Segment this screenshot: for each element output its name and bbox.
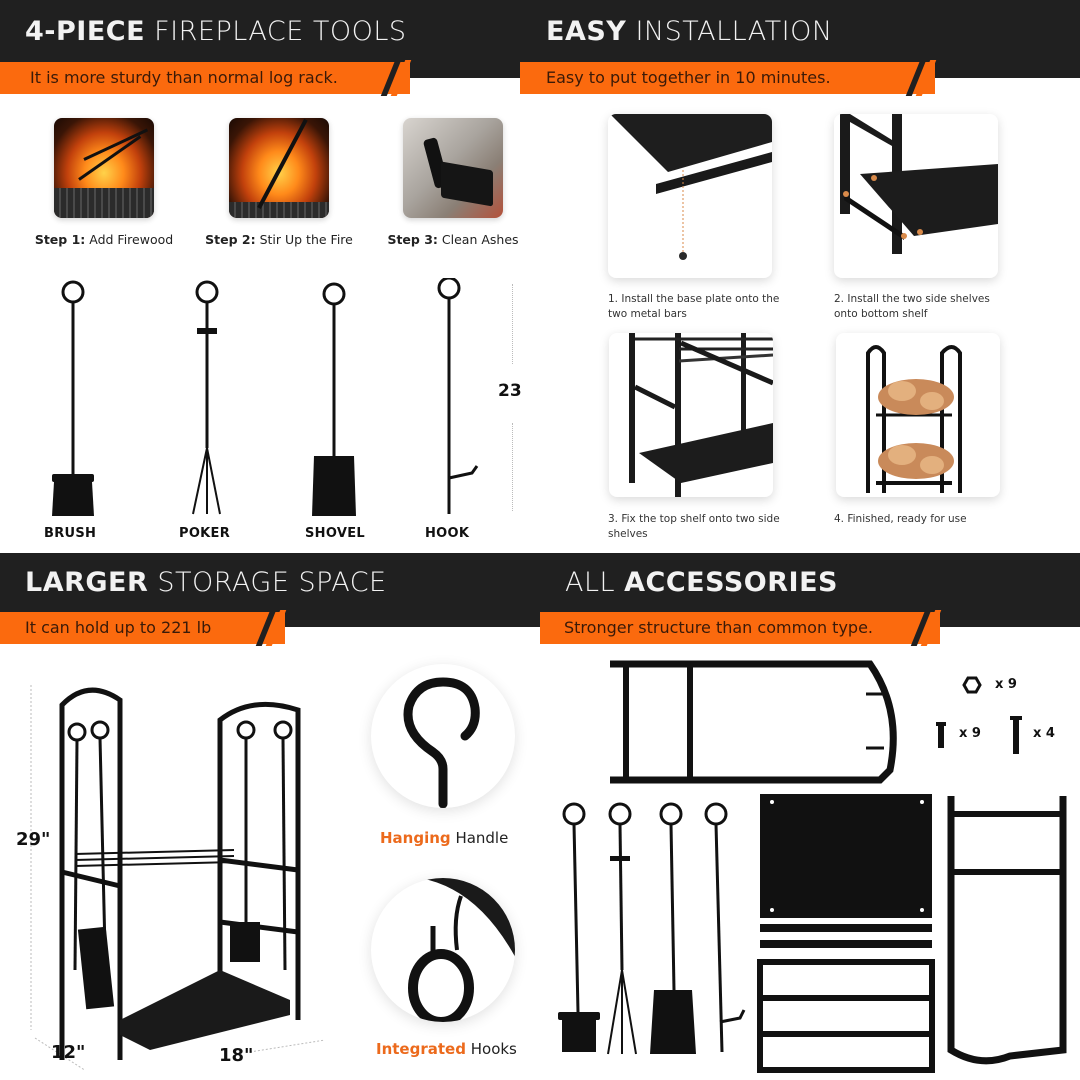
install-step-3-caption: 3. Fix the top shelf onto two side shelv…	[608, 513, 780, 540]
brush-label: BRUSH	[44, 526, 97, 541]
step-2-caption: Step 2: Stir Up the Fire	[205, 232, 353, 247]
install-step-1-image	[608, 114, 772, 278]
tool-height-line	[512, 284, 513, 364]
tools-section-title: 4-PIECE FIREPLACE TOOLS	[25, 16, 407, 47]
accessories-section-title: ALL ACCESSORIES	[565, 567, 838, 598]
storage-section-title: LARGER STORAGE SPACE	[25, 567, 387, 598]
installation-tagline-bar: Easy to put together in 10 minutes.	[520, 60, 937, 96]
band-gap	[940, 627, 1080, 645]
nut-icon	[962, 676, 982, 694]
band-gap	[285, 627, 540, 645]
step-2: Step 2: Stir Up the Fire	[194, 118, 364, 247]
integrated-hooks-icon	[408, 878, 515, 1022]
accessories-tagline-bar: Stronger structure than common type.	[540, 610, 942, 646]
tool-height-line	[512, 423, 513, 511]
storage-title-bold: LARGER	[25, 567, 149, 598]
step-3-caption: Step 3: Clean Ashes	[387, 232, 519, 247]
log-rack-diagram	[30, 685, 326, 1070]
step-3: Step 3: Clean Ashes	[368, 118, 538, 247]
install-step-2-caption: 2. Install the two side shelves onto bot…	[834, 293, 990, 320]
poker-tool	[163, 278, 253, 528]
integrated-hooks-label: Integrated Hooks	[376, 1040, 517, 1058]
brush-icon	[52, 280, 94, 516]
storage-tagline: It can hold up to 221 lb	[25, 618, 212, 637]
long-bolt-quantity: x 4	[1033, 726, 1055, 741]
installation-tagline: Easy to put together in 10 minutes.	[546, 68, 831, 87]
width-dimension: 18"	[219, 1045, 254, 1066]
hook-tool	[404, 278, 494, 528]
accessories-title-bold: ACCESSORIES	[624, 567, 838, 598]
installation-title-light: INSTALLATION	[635, 16, 833, 47]
height-dimension: 29"	[16, 829, 51, 850]
shovel-icon	[312, 282, 356, 516]
band-gap	[410, 78, 520, 96]
brush-tool	[30, 278, 120, 528]
accessories-tagline: Stronger structure than common type.	[564, 618, 873, 637]
accessories-parts-diagram	[558, 660, 1067, 1073]
step-1: Step 1: Add Firewood	[19, 118, 189, 247]
installation-title-bold: EASY	[546, 16, 627, 47]
integrated-hooks-closeup	[371, 878, 515, 1022]
poker-label: POKER	[179, 526, 231, 541]
ash-shovel-photo	[403, 118, 503, 218]
hanging-handle-label: Hanging Handle	[380, 829, 509, 847]
storage-title-light: STORAGE SPACE	[157, 567, 387, 598]
depth-dimension: 12"	[51, 1042, 86, 1063]
tools-tagline: It is more sturdy than normal log rack.	[30, 68, 338, 87]
step-1-caption: Step 1: Add Firewood	[34, 232, 174, 247]
install-step-1-caption: 1. Install the base plate onto the two m…	[608, 293, 780, 320]
poker-icon	[192, 280, 221, 515]
install-step-4-image	[836, 333, 1000, 497]
shovel-tool	[288, 278, 378, 528]
hook-label: HOOK	[425, 526, 470, 541]
hook-icon	[437, 278, 479, 514]
tools-title-bold: 4-PIECE	[25, 16, 146, 47]
short-bolt-quantity: x 9	[959, 726, 981, 741]
fireplace-tongs-photo	[54, 118, 154, 218]
accessories-title-light: ALL	[565, 567, 616, 598]
install-step-4-caption: 4. Finished, ready for use	[834, 513, 967, 525]
tools-title-light: FIREPLACE TOOLS	[154, 16, 407, 47]
installation-section-title: EASY INSTALLATION	[546, 16, 833, 47]
tool-height-label: 23	[498, 381, 522, 401]
install-step-3-image	[609, 333, 773, 497]
storage-tagline-bar: It can hold up to 221 lb	[0, 610, 287, 646]
tools-tagline-bar: It is more sturdy than normal log rack.	[0, 60, 412, 96]
hanging-handle-closeup	[371, 664, 515, 808]
shovel-label: SHOVEL	[305, 526, 365, 541]
nut-quantity: x 9	[995, 677, 1017, 692]
install-step-2-image	[834, 114, 998, 278]
fireplace-poker-photo	[229, 118, 329, 218]
hanging-handle-icon	[403, 677, 480, 808]
